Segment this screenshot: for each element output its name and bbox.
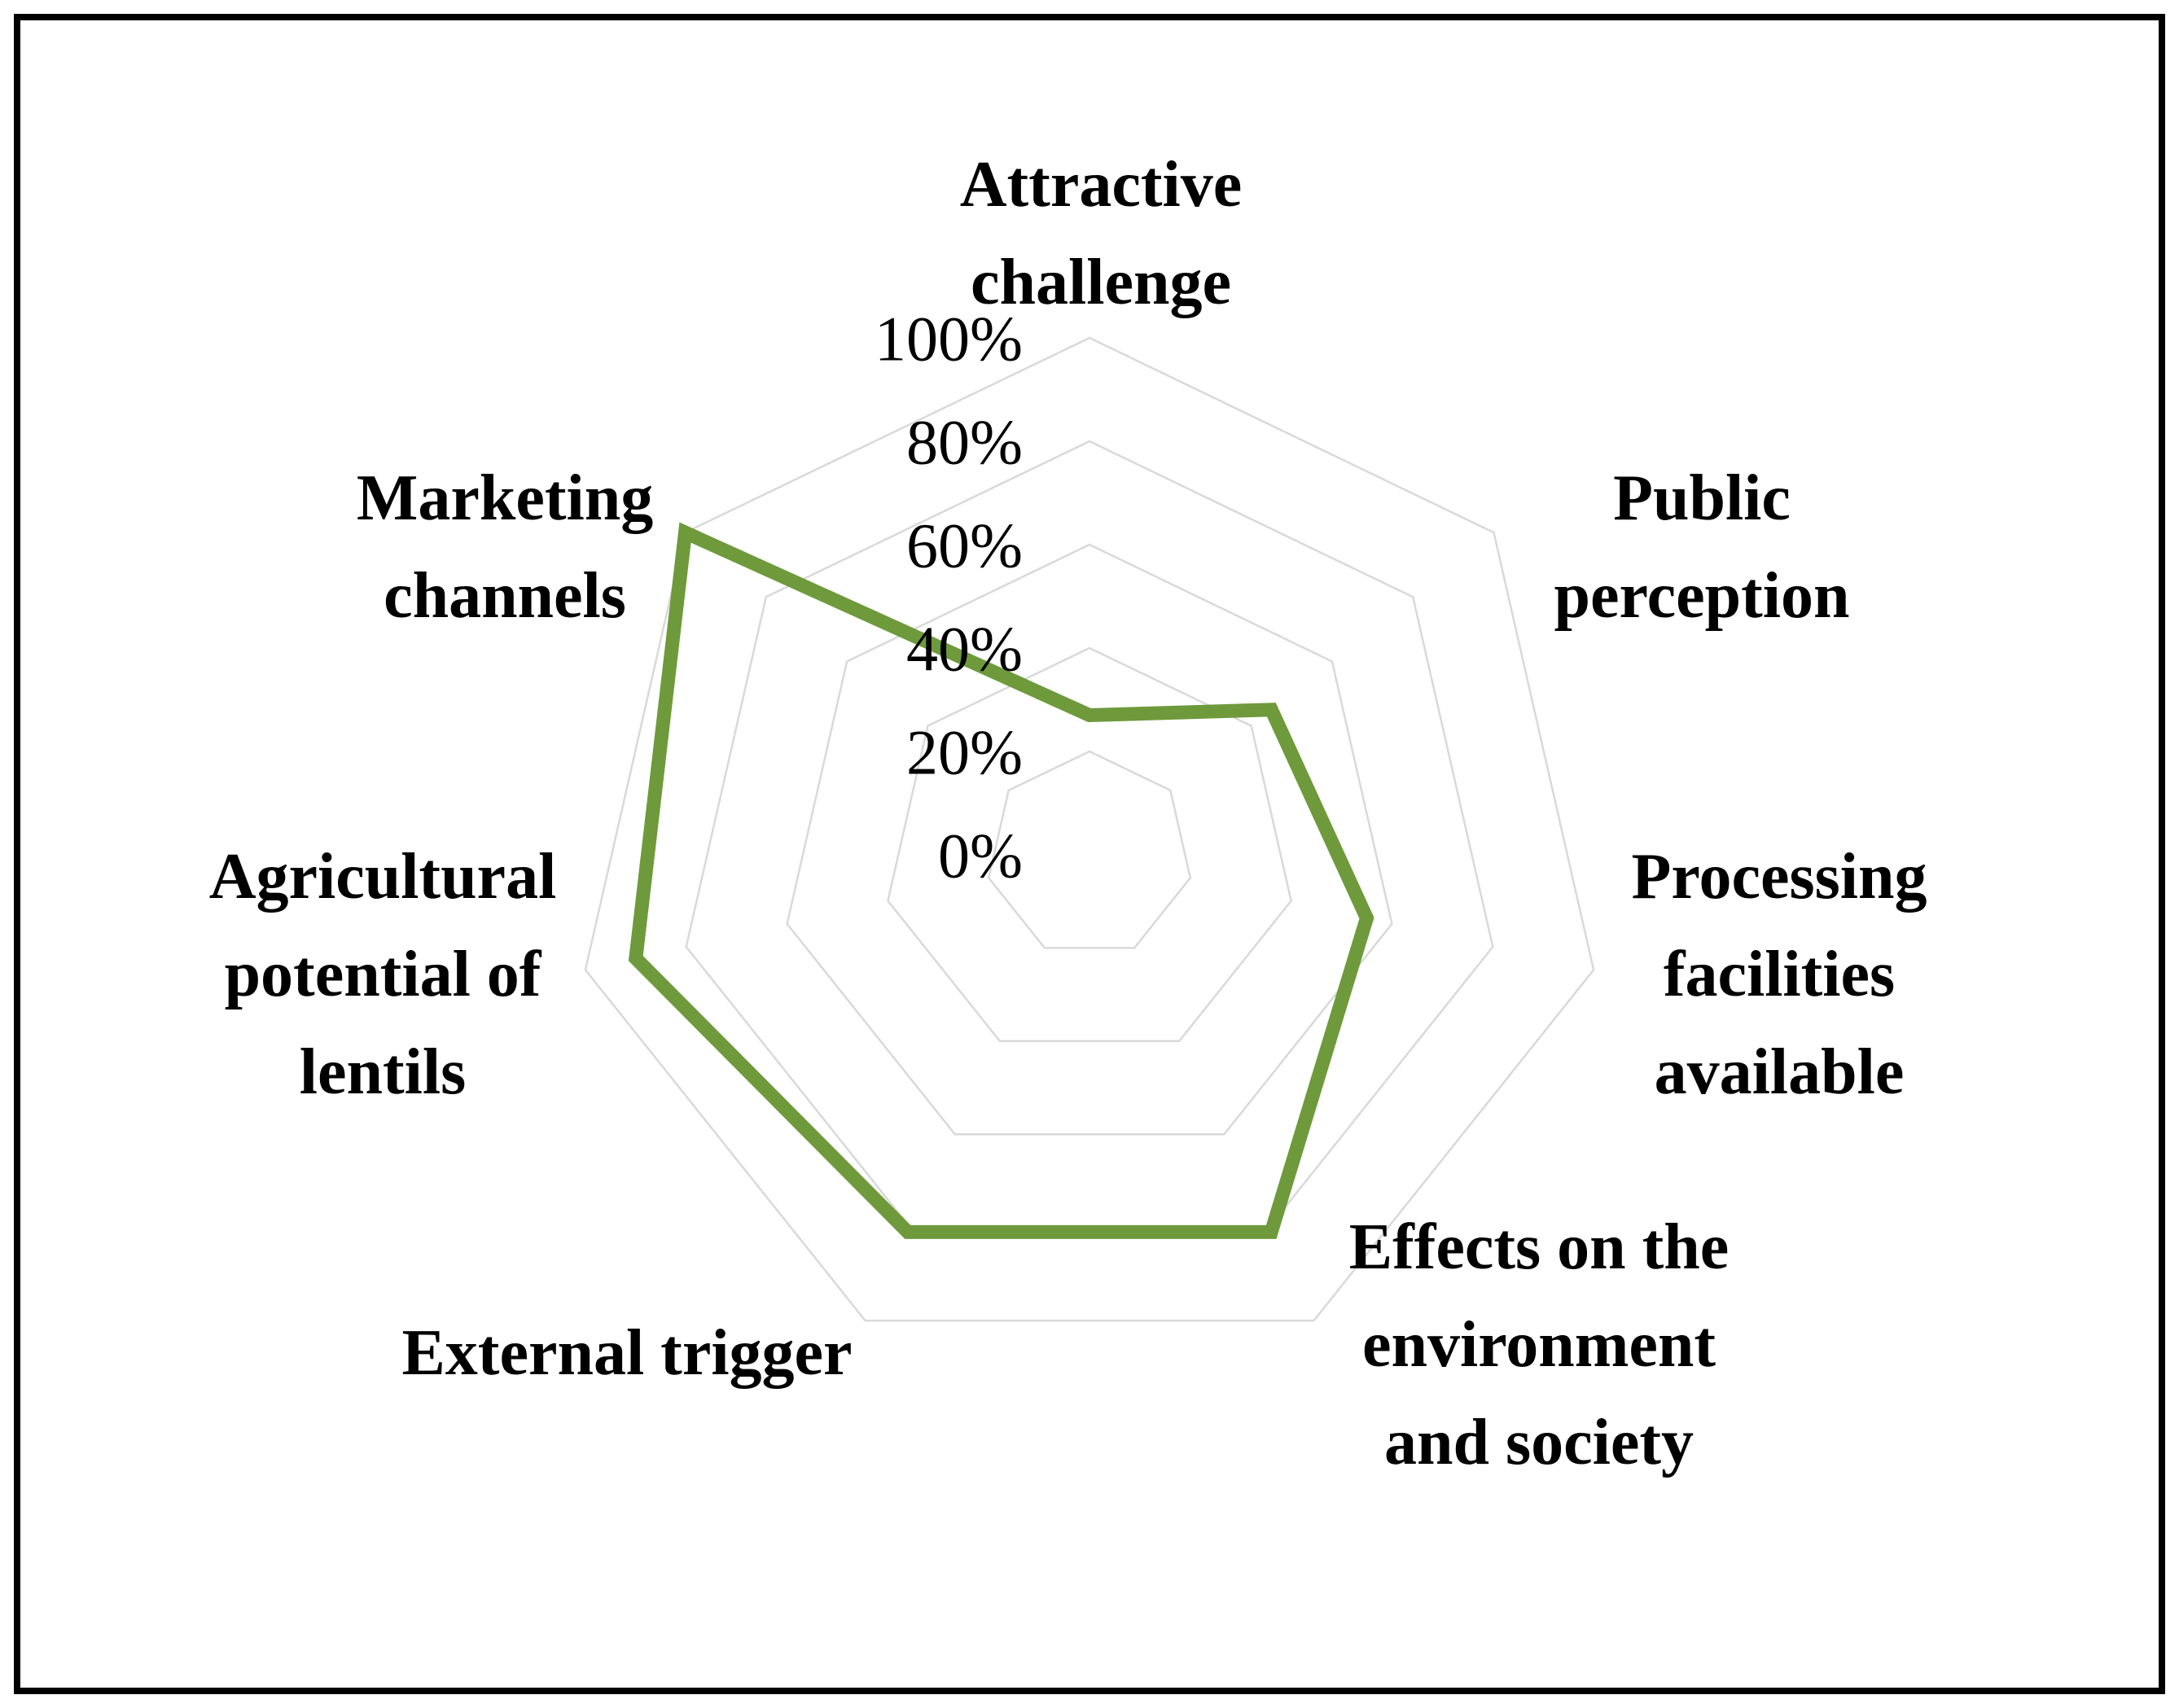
- axis-tick-label-0pct: 0%: [938, 820, 1023, 891]
- data-series-polygon-0: [628, 522, 1374, 1239]
- radar-gridline-60: [786, 543, 1393, 1136]
- axis-tick-label-60pct: 60%: [906, 510, 1023, 580]
- radar-gridline-20: [987, 750, 1192, 949]
- axis-tick-label-40pct: 40%: [906, 613, 1023, 684]
- axis-tick-label-100pct: 100%: [875, 303, 1023, 374]
- radar-gridline-40: [887, 646, 1292, 1043]
- axis-tick-label-80pct: 80%: [906, 406, 1023, 477]
- category-label-external-trigger: External trigger: [401, 1317, 852, 1389]
- radar-gridline-100: [584, 336, 1595, 1322]
- axis-tick-label-20pct: 20%: [906, 716, 1023, 787]
- figure-border: [14, 14, 2165, 1694]
